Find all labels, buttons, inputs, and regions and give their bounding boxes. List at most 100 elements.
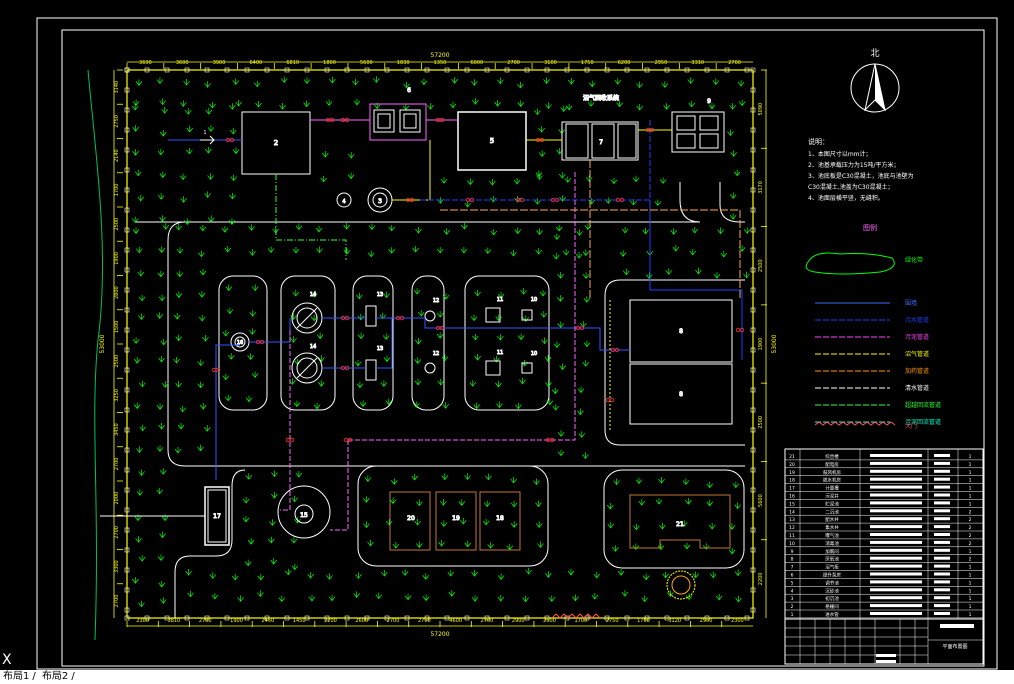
tb-row-name: 沼气柜 [825,564,839,571]
tb-row-no: 13 [789,517,795,523]
sheet-border-inner [61,29,985,667]
dim-label: 1900 [114,252,120,265]
structure-11b[interactable] [485,360,501,376]
structure-11b-label: 11 [497,350,503,356]
structure-13b[interactable] [365,359,377,381]
structure-13a[interactable] [365,305,377,327]
tab-layout2[interactable]: 布局2 [41,671,69,682]
tb-row-name: 脱水机房 [823,477,841,484]
tb-row-qty: 2 [969,517,972,523]
tb-row-no: 10 [789,541,795,547]
tb-row-qty: 1 [969,612,972,618]
tb-row-no: 20 [789,462,795,468]
legend-title: 图例 [863,223,877,232]
legend-label: 污泥回流管道 [905,418,941,426]
tb-row-qty: 1 [969,462,972,468]
tb-row-no: 21 [789,454,795,460]
tb-row-name: 曝气池 [825,532,839,539]
dim-label: 2780 [199,618,212,624]
dim-label: 2700 [418,618,431,624]
structures-18-20[interactable] [389,491,521,551]
structure-5[interactable] [457,111,527,171]
structure-4[interactable] [336,192,352,208]
structure-12a[interactable] [424,310,436,322]
structure-13a-label: 13 [377,292,383,298]
tb-row-qty: 1 [969,565,972,571]
tb-row-name: 进水管 [825,611,839,618]
structure-10b[interactable] [521,362,533,374]
dim-label: 2300 [136,618,149,624]
dim-label: 2700 [114,526,120,539]
structure-8b[interactable] [629,363,733,425]
note-line-4: C30混凝土,池盖为C30混凝土； [808,183,894,191]
tb-row-unit [934,556,950,560]
structure-6[interactable] [369,103,427,141]
tb-row-unit [934,461,950,465]
dim-label: 2750 [606,618,619,624]
notes-title: 说明： [808,137,829,146]
structure-11a[interactable] [485,307,501,323]
structure-8a[interactable] [629,299,733,363]
dim-label: 2700 [387,618,400,624]
tb-row-qty: 2 [969,525,972,531]
legend: 图例 绿化带围墙污水管道污泥管道沼气管道加药管道清水管道超越回流管道污泥回流管道… [805,223,941,430]
structure-21[interactable] [629,494,731,549]
tb-row-no: 5 [791,580,794,586]
dim-label: 1350 [434,60,447,66]
tb-row-name: 提升泵房 [823,572,841,579]
grass-symbols [131,76,751,608]
tb-row-qty: 1 [969,454,972,460]
structure-11a-label: 11 [497,297,503,303]
structure-15[interactable] [277,485,331,539]
tb-row-name: 加氯间 [825,548,839,555]
structure-12b[interactable] [424,362,436,374]
structure-7[interactable] [561,121,639,161]
tb-row-name: 集水井 [825,524,839,531]
legend-label: 大门 [905,422,917,430]
structure-9[interactable] [671,111,725,153]
dim-right-total: 53000 [771,334,778,353]
dim-label: 1750 [581,60,594,66]
tb-row-spec [870,493,922,497]
tb-row-name: 污泥井 [825,493,839,500]
dim-label: 2700 [481,618,494,624]
dim-label: 5600 [360,60,373,66]
dim-bottom-total: 57200 [430,631,449,638]
dim-label: 3250 [114,389,120,402]
structure-12a-label: 12 [433,298,439,304]
dim-label: 2140 [114,149,120,162]
tb-row-unit [934,548,950,552]
structure-10a[interactable] [521,309,533,321]
dim-label: 2500 [758,416,764,429]
tb-row-no: 9 [791,549,794,555]
dim-label: 5090 [758,103,764,116]
structure-8a-label: 8 [679,328,683,335]
tb-row-qty: 2 [969,509,972,515]
tb-row-spec [870,517,922,521]
tb-row-qty: 2 [969,541,972,547]
tb-row-name: 沉砂池 [825,587,839,594]
tb-row-unit [934,572,950,576]
tb-row-qty: 1 [969,549,972,555]
tab-layout1[interactable]: 布局1 [3,671,30,682]
tb-row-name: 格栅间 [825,603,839,610]
fountain [666,570,696,600]
tb-row-unit [934,454,950,457]
dim-label: 4600 [449,618,462,624]
tb-row-no: 7 [791,565,794,571]
tb-row-qty: 1 [969,580,972,586]
structure-13b-label: 13 [377,346,383,352]
tb-row-no: 15 [789,501,795,507]
dim-label: 2450 [261,618,274,624]
structure-16-label: 16 [237,340,243,346]
dim-left-total: 53000 [99,334,106,353]
tb-row-unit [934,580,950,584]
tb-row-unit [934,493,950,497]
dim-label: 2600 [355,618,368,624]
dim-label: 1450 [293,618,306,624]
dim-label: 6400 [250,60,263,66]
dim-label: 3140 [114,81,120,94]
tb-row-unit [934,477,950,481]
main-gate [551,613,601,619]
